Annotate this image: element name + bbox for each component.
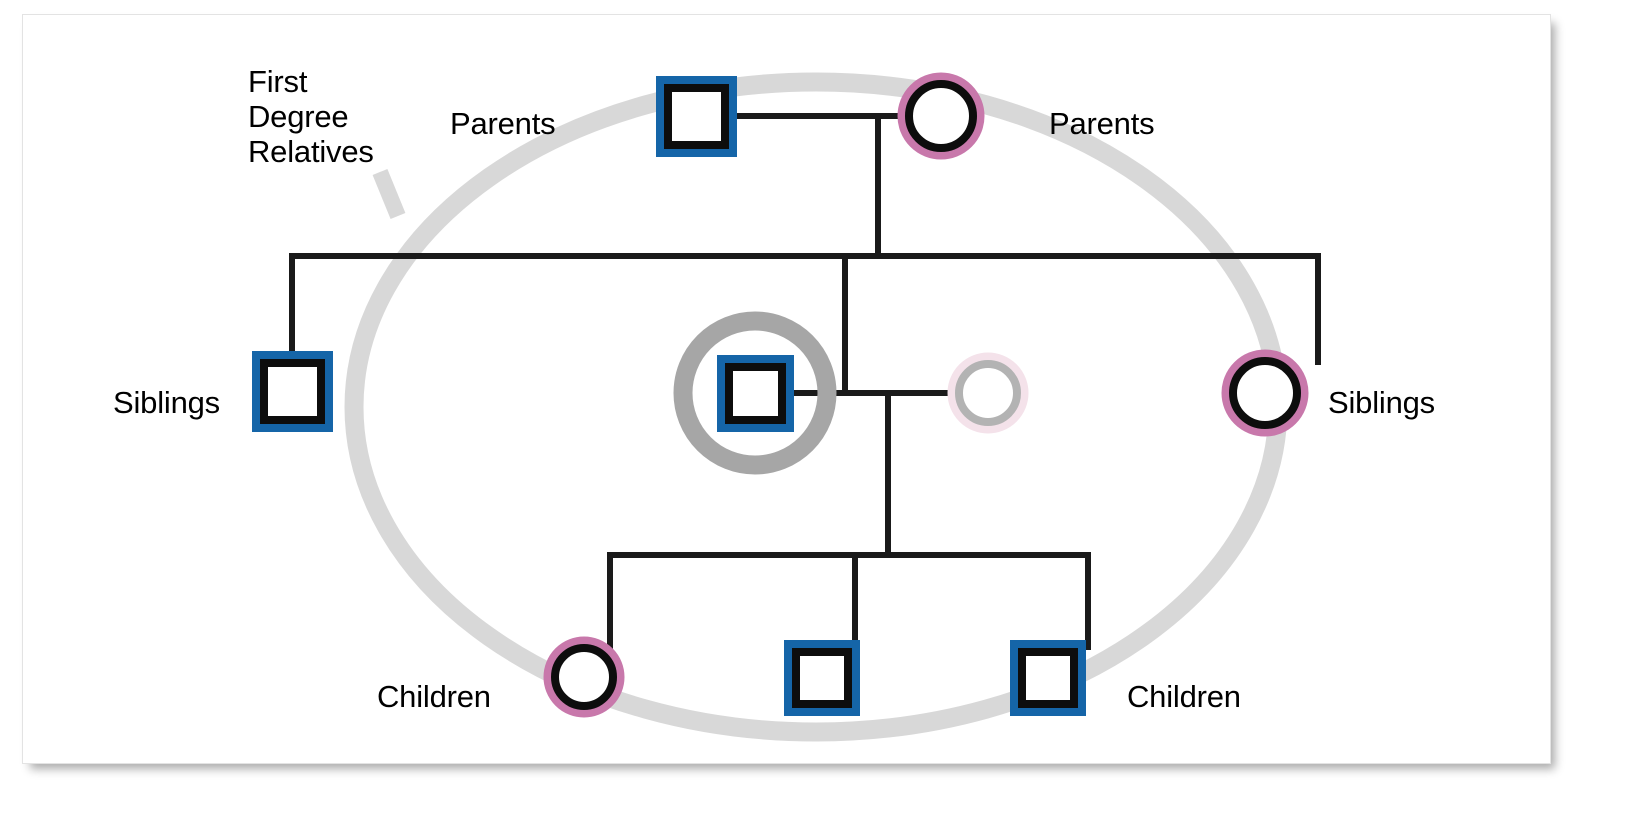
individual-child-1[interactable]: [543, 636, 625, 718]
proband-highlight-ring: [673, 311, 837, 475]
label-parents-left: Parents: [450, 106, 556, 141]
label-first-degree-relatives: First Degree Relatives: [248, 64, 374, 169]
individual-father[interactable]: [656, 76, 737, 157]
individual-spouse-faded[interactable]: [947, 352, 1029, 434]
individual-child-2[interactable]: [784, 640, 860, 716]
male-symbol-square-icon: [792, 648, 852, 708]
pointer-tick-icon: [372, 168, 406, 220]
female-symbol-circle-icon: [1229, 357, 1301, 429]
male-symbol-square-icon: [664, 84, 729, 149]
male-symbol-square-icon: [260, 359, 325, 424]
label-siblings-right: Siblings: [1328, 385, 1435, 420]
male-symbol-square-icon: [1018, 648, 1078, 708]
label-children-right: Children: [1127, 679, 1241, 714]
female-symbol-circle-icon: [905, 80, 977, 152]
female-symbol-circle-icon: [551, 644, 617, 710]
female-symbol-circle-icon-faded: [955, 360, 1021, 426]
individual-mother[interactable]: [897, 72, 985, 160]
label-parents-right: Parents: [1049, 106, 1155, 141]
label-siblings-left: Siblings: [113, 385, 220, 420]
male-symbol-square-icon: [725, 363, 786, 424]
individual-sibling-left[interactable]: [252, 351, 333, 432]
label-children-left: Children: [377, 679, 491, 714]
individual-child-3[interactable]: [1010, 640, 1086, 716]
individual-sibling-right[interactable]: [1221, 349, 1309, 437]
individual-proband[interactable]: [717, 355, 794, 432]
